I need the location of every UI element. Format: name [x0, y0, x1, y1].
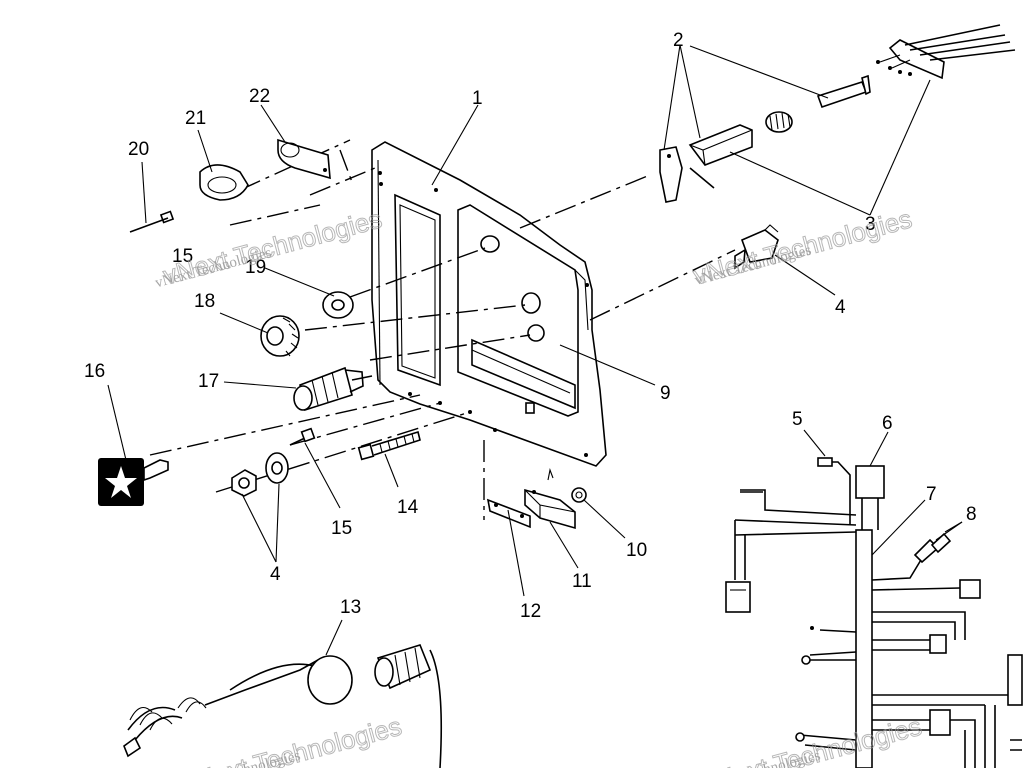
callout-labels: 1 2 3 4 4 5 6 7 8 9 10 11 12 13 14 15 15…: [84, 30, 977, 622]
part-21-oval-plate: [199, 164, 249, 201]
callout-4-lower: 4: [270, 564, 281, 585]
callout-20: 20: [128, 139, 149, 160]
callout-8: 8: [966, 504, 977, 525]
callout-4-upper: 4: [835, 297, 846, 318]
callout-5: 5: [792, 409, 803, 430]
callout-7: 7: [926, 484, 937, 505]
callout-10: 10: [626, 540, 647, 561]
callout-14: 14: [397, 497, 419, 518]
callout-12: 12: [520, 601, 541, 622]
watermark-large-1: vNext Technologies: [160, 203, 385, 290]
part-14-bolt: [357, 430, 421, 461]
callout-22: 22: [249, 86, 270, 107]
part-4-nut-lockwasher: [231, 452, 289, 497]
callout-9: 9: [660, 383, 671, 404]
leader-lines: [107, 44, 963, 656]
part-19-washer: [322, 291, 354, 319]
part-13-cable-cap: [123, 644, 443, 768]
callout-16: 16: [84, 361, 105, 382]
callout-17: 17: [198, 371, 219, 392]
callout-15-lower: 15: [331, 518, 352, 539]
callout-3: 3: [865, 214, 876, 235]
callout-1: 1: [472, 88, 483, 109]
watermark-large-3: vNext Technologies: [180, 711, 405, 768]
panel-bracket: [371, 141, 607, 467]
callout-2: 2: [673, 30, 684, 51]
callout-13: 13: [340, 597, 361, 618]
part-11-relay-block: [524, 468, 576, 530]
part-16-key: [98, 458, 169, 506]
part-4-toggle-switch: [734, 224, 779, 270]
watermark-large-4: vNext Technologies: [700, 711, 925, 768]
part-22-bracket-plate: [277, 138, 331, 180]
part-2-3-switch-assembly: [659, 74, 871, 203]
part-18-knurled-nut: [260, 315, 300, 357]
callout-11: 11: [572, 571, 592, 592]
part-15-pin: [289, 427, 316, 446]
part-17-ignition-switch: [293, 366, 373, 412]
callout-19: 19: [245, 257, 266, 278]
callout-15-upper: 15: [172, 246, 193, 267]
watermark-large-2: vNext Technologies: [690, 203, 915, 290]
part-20-screw: [129, 210, 175, 233]
callout-6: 6: [882, 413, 893, 434]
wire-connector-top: [876, 24, 1016, 80]
assembly-centerlines: [149, 139, 736, 520]
watermarks: vNext Technologies vNext Technologies vN…: [153, 203, 925, 768]
part-10-nut: [571, 487, 587, 503]
callout-21: 21: [185, 108, 206, 129]
callout-18: 18: [194, 291, 215, 312]
